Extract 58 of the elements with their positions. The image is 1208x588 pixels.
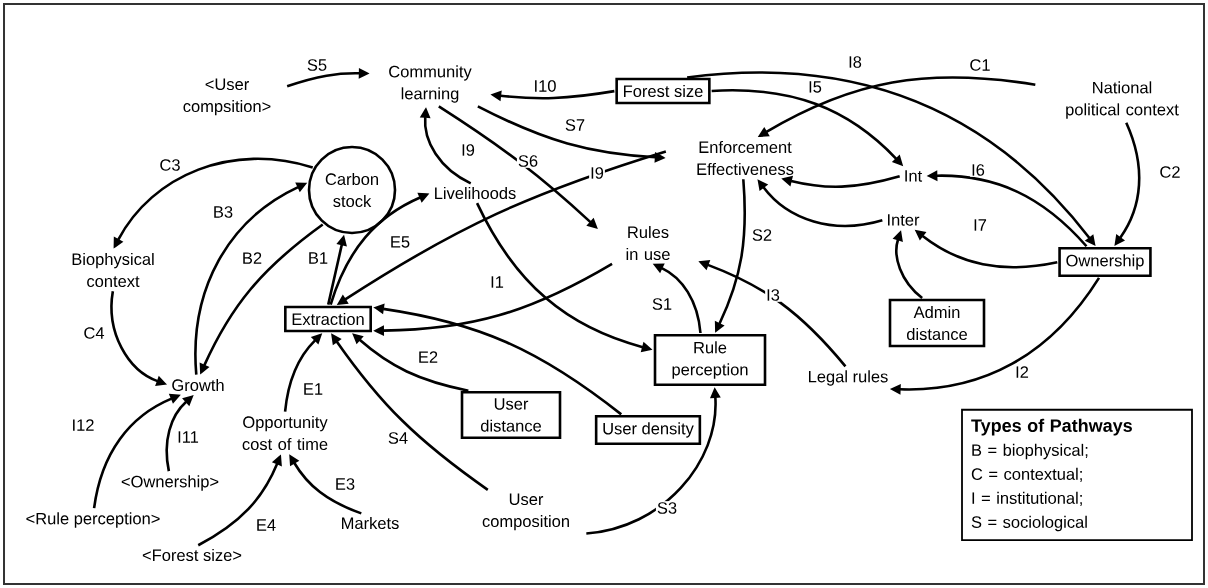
edge-label: I10: [532, 79, 558, 93]
edge-label: S5: [305, 58, 329, 72]
edge-label: I11: [176, 430, 200, 444]
edge-label: E1: [301, 382, 325, 396]
variable-label: Int: [905, 170, 923, 182]
variable-label: <Forest size>: [142, 548, 242, 562]
variable-box: User distance: [460, 390, 562, 440]
edge-label: I7: [972, 218, 988, 232]
edge-label: C2: [1158, 165, 1182, 179]
edge-label: E5: [388, 235, 412, 249]
edge-label: I8: [847, 55, 863, 69]
variable-label: User composition: [482, 493, 569, 531]
edge-label: I3: [765, 288, 781, 302]
variable-label: Rules in use: [626, 225, 670, 261]
variable-label: <User compsition>: [183, 78, 271, 116]
variable-label: Community learning: [389, 65, 472, 103]
variable-box: Rule perception: [653, 334, 767, 386]
variable-label: <Ownership>: [121, 475, 219, 491]
edge-label: S4: [386, 431, 410, 445]
edge-label: I5: [807, 80, 823, 94]
edge-label: I12: [70, 418, 96, 432]
variable-label: <Rule perception>: [26, 512, 160, 528]
edge-label: E4: [254, 518, 278, 532]
variable-label: National political context: [1066, 81, 1179, 119]
variable-label: Legal rules: [809, 370, 888, 386]
edge-label: B3: [211, 205, 235, 219]
edge-label: I6: [970, 163, 986, 177]
edge-label: I9: [589, 166, 605, 180]
variable-box: User density: [594, 415, 702, 445]
edge-label: C3: [158, 158, 182, 172]
variable-box: Forest size: [615, 77, 711, 105]
edge-label: I1: [489, 275, 505, 289]
edge-label: I2: [1014, 365, 1030, 379]
variable-box: Admin distance: [888, 298, 986, 348]
variable-label: Opportunity cost of time: [242, 415, 328, 451]
variable-label: Enforcement Effectiveness: [697, 140, 794, 176]
edge-label: I9: [460, 143, 476, 157]
variable-label: Markets: [342, 516, 399, 530]
variable-label: Biophysical context: [72, 252, 154, 288]
arrow: [352, 333, 469, 392]
variable-box: Ownership: [1058, 247, 1152, 277]
variable-label: Growth: [172, 378, 224, 392]
edge-label: S2: [750, 228, 774, 242]
edge-label: S3: [655, 501, 679, 515]
edge-label: E3: [333, 477, 357, 491]
variable-label: Livelihoods: [435, 186, 516, 200]
edge-label: C4: [82, 326, 106, 340]
edge-label: S1: [650, 297, 674, 311]
edge-label: S7: [563, 118, 587, 132]
edge-label: B2: [240, 251, 264, 265]
edge-label: S6: [516, 154, 540, 168]
legend-box: Types of Pathways B = biophysical; C = contextual; I = institutional; S = sociological: [961, 408, 1193, 542]
edge-label: C1: [968, 58, 992, 72]
edge-label: E2: [416, 350, 440, 364]
edge-label: B1: [306, 251, 330, 265]
variable-label: Inter: [888, 214, 920, 226]
arrow: [438, 105, 598, 229]
variable-box: Extraction: [284, 305, 372, 333]
